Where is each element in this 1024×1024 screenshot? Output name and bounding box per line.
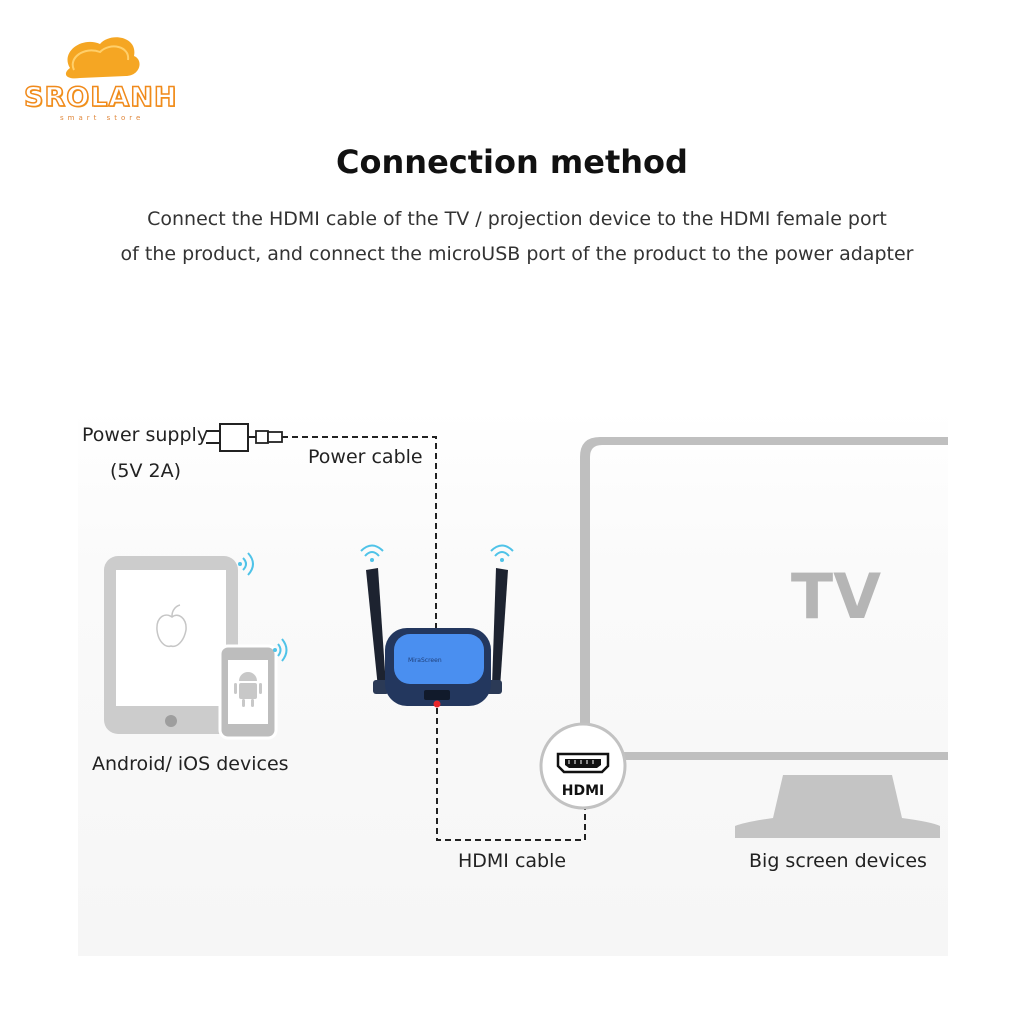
tablet-icon bbox=[104, 556, 238, 734]
antenna-wifi-left-icon bbox=[360, 544, 384, 562]
page-title: Connection method bbox=[336, 143, 688, 181]
antenna-wifi-right-icon bbox=[490, 544, 514, 562]
logo-badge-icon bbox=[65, 37, 140, 79]
power-plug-icon bbox=[206, 423, 283, 452]
logo-badge-text: ស្រលាញ់ bbox=[113, 77, 155, 91]
power-cable-line bbox=[282, 436, 437, 634]
power-supply-label: Power supply bbox=[82, 424, 209, 446]
wireless-dongle-icon: MiraScreen bbox=[366, 568, 508, 706]
tablet-wifi-icon bbox=[238, 552, 254, 576]
big-screen-label: Big screen devices bbox=[749, 850, 927, 872]
tv-text: TV bbox=[791, 560, 881, 633]
hdmi-port-dot bbox=[433, 700, 441, 708]
hdmi-port-icon bbox=[539, 722, 627, 810]
hdmi-cable-line bbox=[436, 708, 586, 841]
power-cable-label: Power cable bbox=[308, 446, 423, 468]
hdmi-cable-label: HDMI cable bbox=[458, 850, 567, 872]
description-line-1: Connect the HDMI cable of the TV / proje… bbox=[147, 208, 887, 230]
phone-wifi-icon bbox=[273, 638, 288, 662]
hdmi-port-text: HDMI bbox=[562, 783, 604, 799]
description-line-2: of the product, and connect the microUSB… bbox=[120, 243, 914, 265]
phone-icon bbox=[218, 644, 278, 740]
tv-icon bbox=[580, 437, 948, 838]
devices-label: Android/ iOS devices bbox=[92, 753, 289, 775]
brand-logo: ស្រលាញ់ bbox=[20, 30, 190, 125]
power-spec-label: (5V 2A) bbox=[110, 460, 182, 482]
brand-name: SROLANH bbox=[23, 81, 178, 114]
svg-text:MiraScreen: MiraScreen bbox=[408, 657, 442, 664]
brand-tagline: smart store bbox=[60, 114, 145, 122]
